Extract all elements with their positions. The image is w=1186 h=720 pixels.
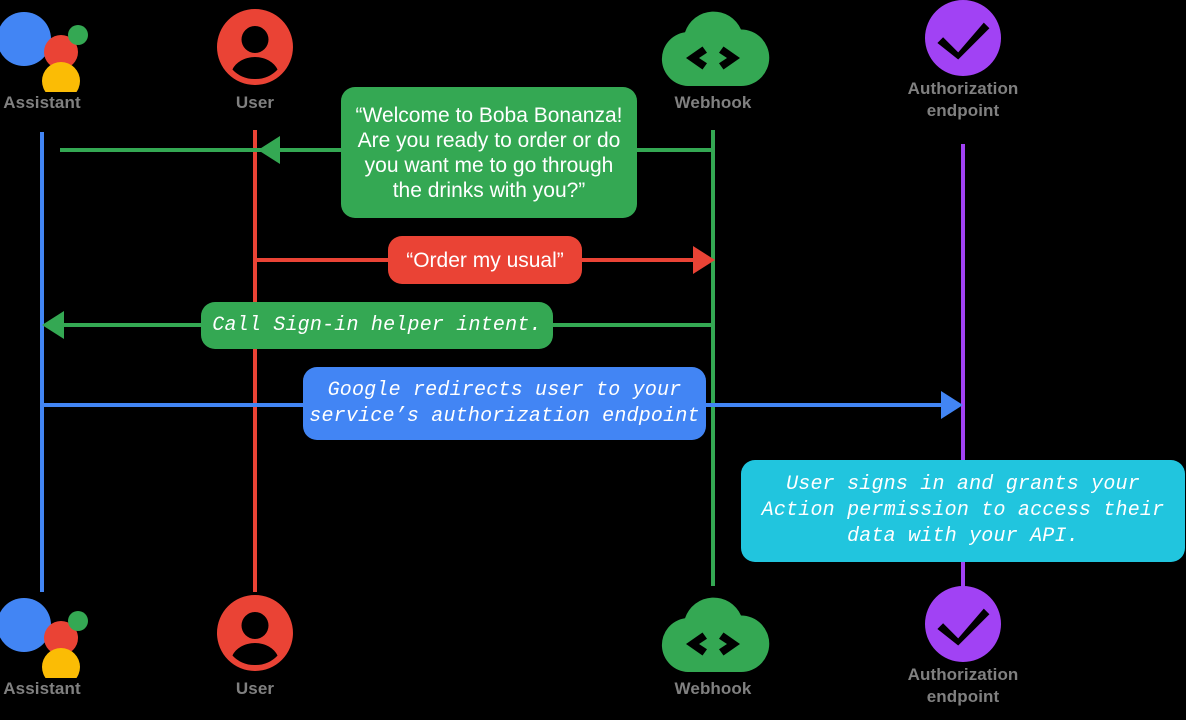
actor-assistant-top[interactable]: Assistant bbox=[0, 8, 142, 114]
purple-check-circle-icon bbox=[863, 586, 1063, 664]
lifeline-authorization bbox=[961, 144, 965, 590]
message-text-welcome-prompt: “Welcome to Boba Bonanza! Are you ready … bbox=[355, 103, 623, 202]
message-text-order-my-usual: “Order my usual” bbox=[406, 248, 564, 272]
message-box-welcome-prompt: “Welcome to Boba Bonanza! Are you ready … bbox=[341, 87, 637, 218]
cloud-code-icon bbox=[613, 8, 813, 92]
actor-user-top[interactable]: User bbox=[155, 8, 355, 114]
lifeline-webhook bbox=[711, 130, 715, 586]
message-text-google-redirect: Google redirects user to your service’s … bbox=[309, 378, 700, 428]
lifeline-assistant bbox=[40, 132, 44, 592]
actor-label-assistant-top: Assistant bbox=[3, 93, 81, 112]
actor-webhook-bottom[interactable]: Webhook bbox=[613, 594, 813, 700]
actor-assistant-bottom[interactable]: Assistant bbox=[0, 594, 142, 700]
arrowhead-google-redirect bbox=[941, 391, 963, 419]
user-avatar-icon bbox=[155, 8, 355, 92]
actor-label-assistant-bottom: Assistant bbox=[3, 679, 81, 698]
actor-label-authorization-top: Authorization endpoint bbox=[907, 79, 1019, 120]
actor-user-bottom[interactable]: User bbox=[155, 594, 355, 700]
actor-label-user-top: User bbox=[235, 93, 275, 112]
actor-label-webhook-top: Webhook bbox=[674, 93, 752, 112]
message-text-user-signs-in: User signs in and grants your Action per… bbox=[761, 473, 1165, 548]
actor-authorization-bottom[interactable]: Authorization endpoint bbox=[863, 586, 1063, 708]
message-box-order-my-usual: “Order my usual” bbox=[388, 236, 582, 284]
message-box-user-signs-in: User signs in and grants your Action per… bbox=[741, 460, 1185, 562]
arrowhead-call-signin-helper bbox=[42, 311, 64, 339]
cloud-code-icon bbox=[613, 594, 813, 678]
message-text-call-signin-helper: Call Sign-in helper intent. bbox=[212, 313, 542, 337]
arrowhead-order-my-usual bbox=[693, 246, 715, 274]
actor-label-user-bottom: User bbox=[235, 679, 275, 698]
lifeline-user bbox=[253, 130, 257, 592]
google-assistant-icon bbox=[0, 594, 142, 678]
google-assistant-icon bbox=[0, 8, 142, 92]
actor-webhook-top[interactable]: Webhook bbox=[613, 8, 813, 114]
user-avatar-icon bbox=[155, 594, 355, 678]
actor-authorization-top[interactable]: Authorization endpoint bbox=[863, 0, 1063, 122]
actor-label-authorization-bottom: Authorization endpoint bbox=[907, 665, 1019, 706]
arrowhead-welcome-prompt bbox=[258, 136, 280, 164]
message-box-google-redirect: Google redirects user to your service’s … bbox=[303, 367, 706, 440]
purple-check-circle-icon bbox=[863, 0, 1063, 78]
message-box-call-signin-helper: Call Sign-in helper intent. bbox=[201, 302, 553, 349]
actor-label-webhook-bottom: Webhook bbox=[674, 679, 752, 698]
